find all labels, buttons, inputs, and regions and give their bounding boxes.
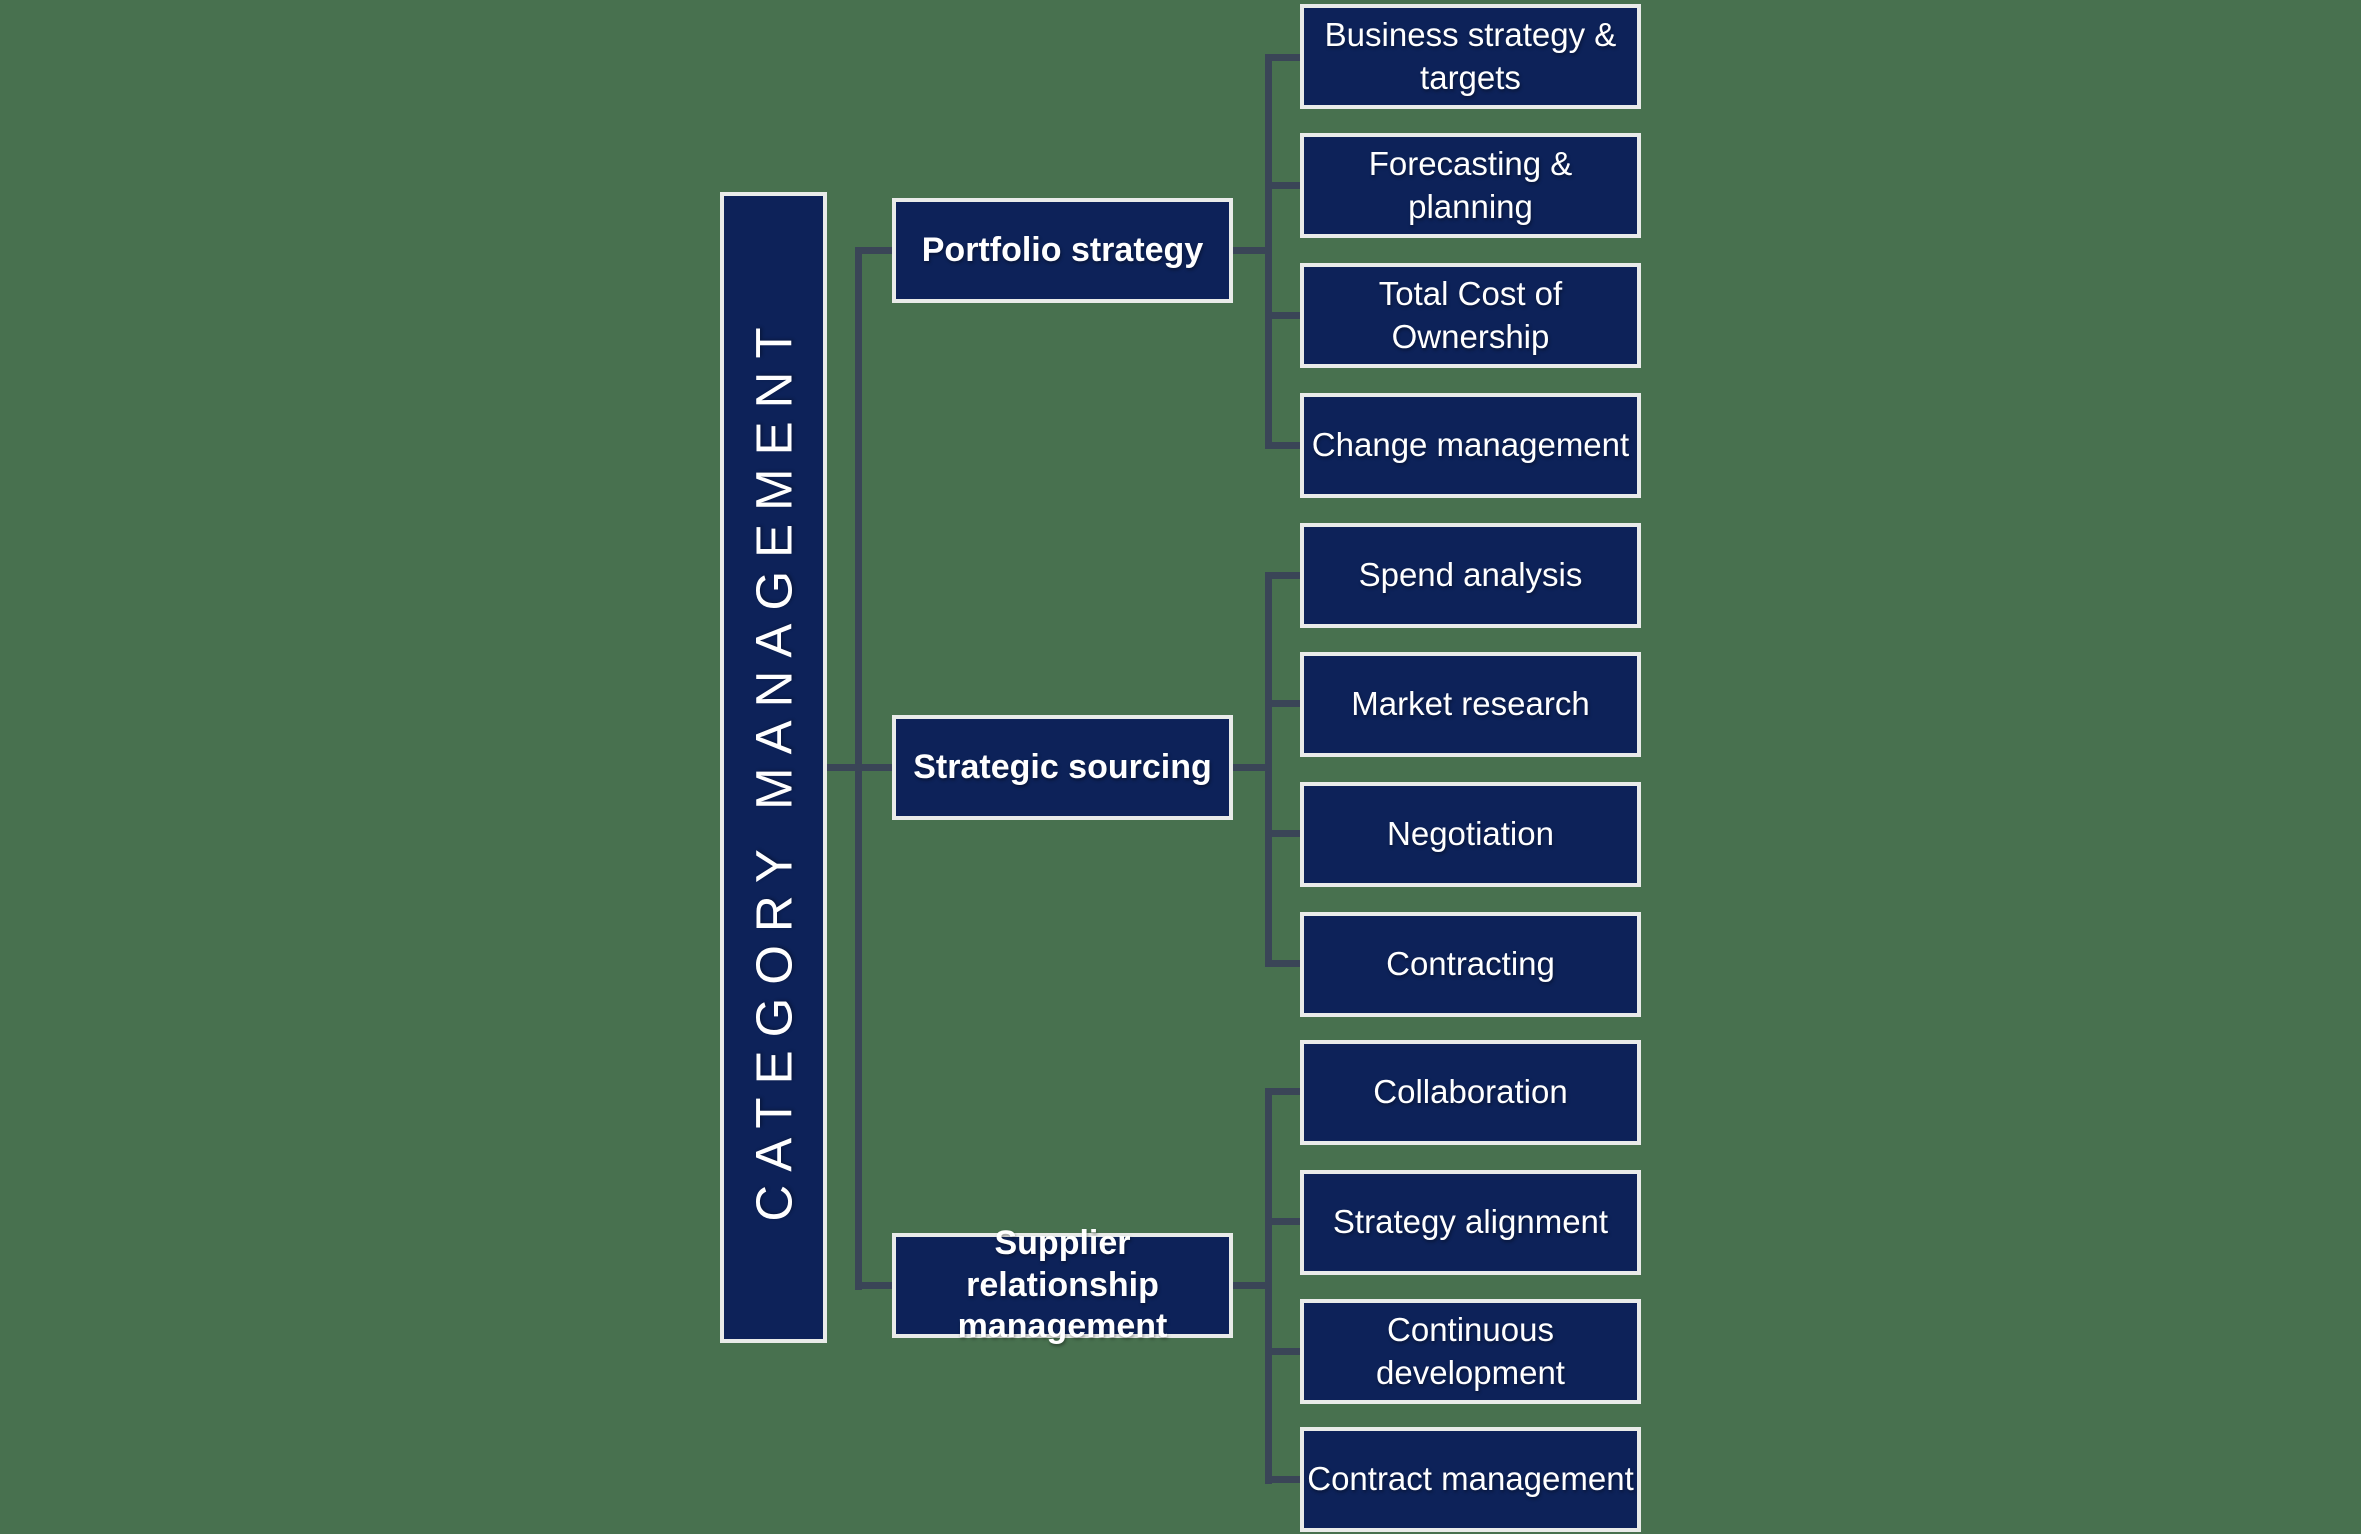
connector-stub-tco xyxy=(1265,312,1300,319)
connector-stub-negotiation xyxy=(1265,830,1300,837)
connector-left-stub-sourcing xyxy=(827,764,893,771)
branch-portfolio-strategy: Portfolio strategy xyxy=(892,198,1233,303)
connector-stub-collaboration xyxy=(1265,1088,1300,1095)
connector-feed-group2 xyxy=(1233,764,1272,771)
branch-label: Strategic sourcing xyxy=(913,747,1212,786)
leaf-continuous-development: Continuous development xyxy=(1300,1299,1641,1404)
connector-stub-continuous-development xyxy=(1265,1348,1300,1355)
leaf-label: Continuous development xyxy=(1376,1311,1565,1391)
connector-left-stub-supplier xyxy=(855,1282,893,1289)
branch-label: Portfolio strategy xyxy=(921,230,1204,269)
leaf-collaboration: Collaboration xyxy=(1300,1040,1641,1145)
branch-label: Supplier relationship management xyxy=(957,1224,1168,1346)
branch-strategic-sourcing: Strategic sourcing xyxy=(892,715,1233,820)
connector-stub-forecasting xyxy=(1265,182,1300,189)
leaf-contracting: Contracting xyxy=(1300,912,1641,1017)
leaf-label: Collaboration xyxy=(1373,1073,1568,1111)
leaf-total-cost-of-ownership: Total Cost of Ownership xyxy=(1300,263,1641,368)
connector-stub-market-research xyxy=(1265,700,1300,707)
leaf-label: Contracting xyxy=(1386,945,1555,983)
connector-left-stub-portfolio xyxy=(855,247,893,254)
leaf-label: Spend analysis xyxy=(1358,556,1583,594)
connector-feed-group3 xyxy=(1233,1282,1272,1289)
leaf-business-strategy-targets: Business strategy & targets xyxy=(1300,4,1641,109)
leaf-market-research: Market research xyxy=(1300,652,1641,757)
leaf-spend-analysis: Spend analysis xyxy=(1300,523,1641,628)
leaf-negotiation: Negotiation xyxy=(1300,782,1641,887)
connector-stub-spend-analysis xyxy=(1265,572,1300,579)
leaf-label: Market research xyxy=(1351,685,1590,723)
connector-stub-contracting xyxy=(1265,960,1300,967)
leaf-label: Contract management xyxy=(1307,1460,1634,1498)
branch-supplier-relationship-management: Supplier relationship management xyxy=(892,1224,1233,1345)
leaf-label: Business strategy & targets xyxy=(1324,16,1617,96)
leaf-label: Change management xyxy=(1311,426,1630,464)
leaf-strategy-alignment: Strategy alignment xyxy=(1300,1170,1641,1275)
leaf-forecasting-planning: Forecasting & planning xyxy=(1300,133,1641,238)
connector-stub-strategy-alignment xyxy=(1265,1218,1300,1225)
leaf-label: Negotiation xyxy=(1387,815,1554,853)
leaf-label: Total Cost of Ownership xyxy=(1378,275,1563,355)
leaf-label: Forecasting & planning xyxy=(1368,145,1573,225)
root-label: CATEGORY MANAGEMENT xyxy=(745,313,802,1222)
leaf-change-management: Change management xyxy=(1300,393,1641,498)
connector-feed-group1 xyxy=(1233,247,1272,254)
root-node-category-management: CATEGORY MANAGEMENT xyxy=(720,192,827,1343)
leaf-label: Strategy alignment xyxy=(1332,1203,1609,1241)
connector-stub-contract-management xyxy=(1265,1476,1300,1483)
leaf-contract-management: Contract management xyxy=(1300,1427,1641,1532)
connector-stub-business-strategy xyxy=(1265,54,1300,61)
connector-stub-change-management xyxy=(1265,442,1300,449)
